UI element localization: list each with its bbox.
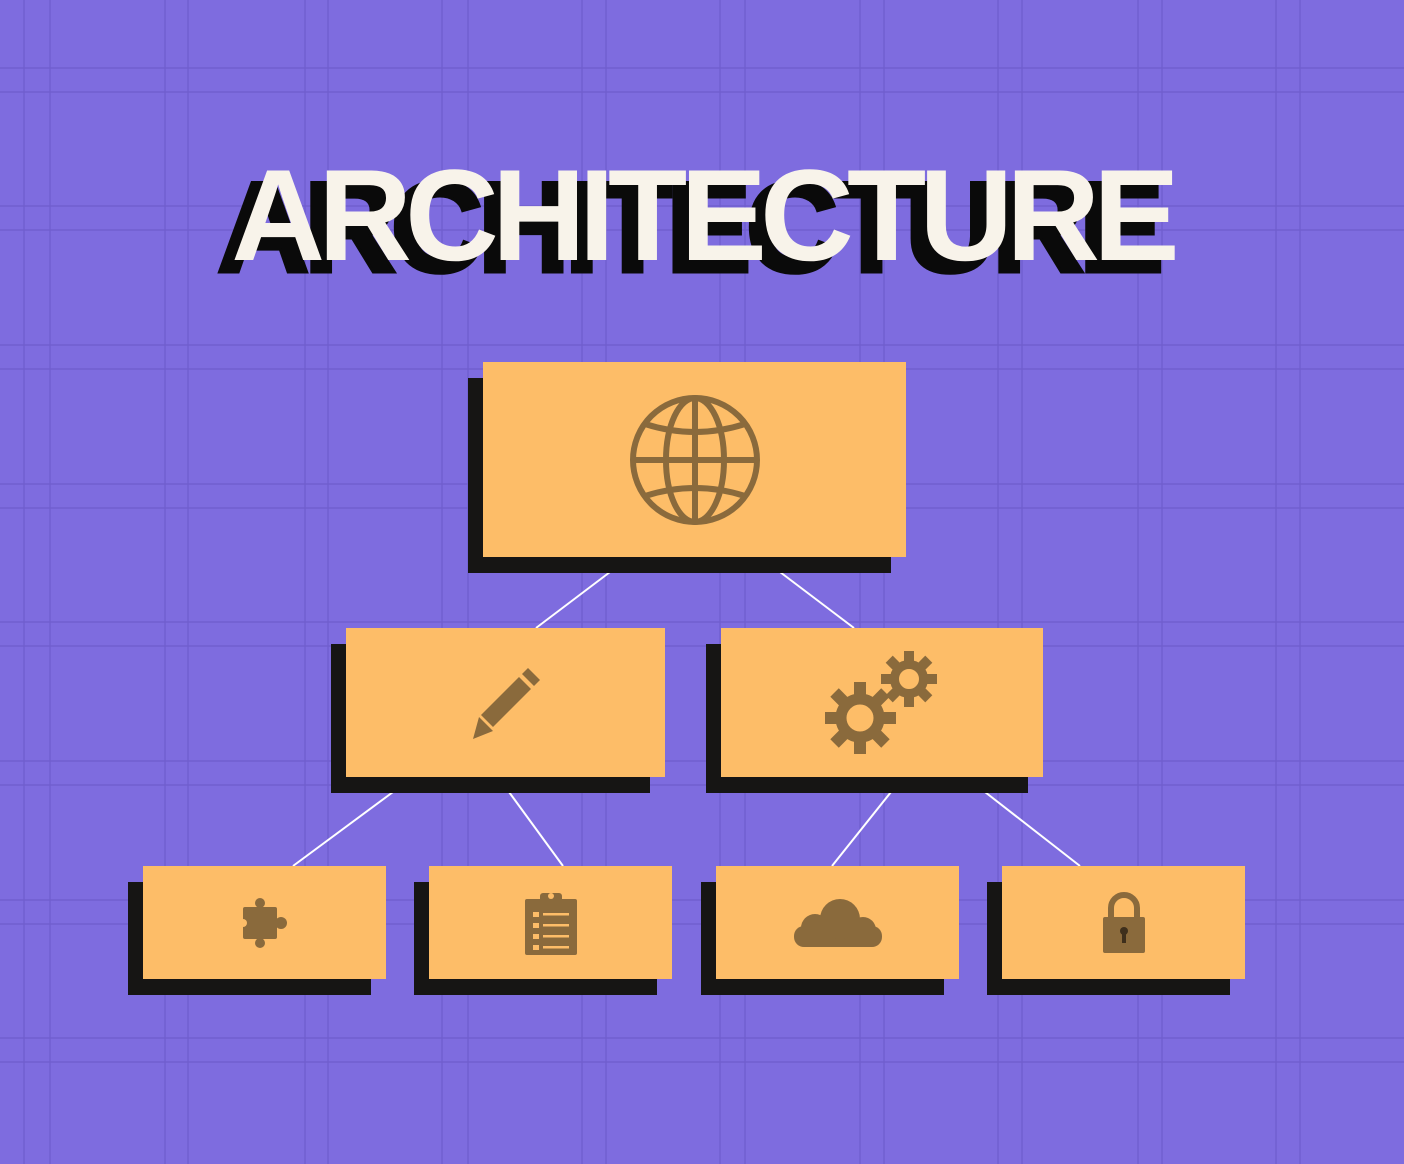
- node-security: [987, 866, 1245, 995]
- node-box: [721, 628, 1043, 777]
- edge-design-checklist: [508, 791, 564, 867]
- node-box: [1002, 866, 1245, 979]
- title-block: ARCHITECTURE ARCHITECTURE: [0, 140, 1404, 302]
- node-cloud: [701, 866, 959, 995]
- node-box: [716, 866, 959, 979]
- node-box: [429, 866, 672, 979]
- edge-engine-security: [984, 791, 1081, 867]
- gears-icon: [825, 650, 939, 756]
- node-plugin: [128, 866, 386, 995]
- page-title: ARCHITECTURE: [231, 142, 1180, 288]
- node-box: [143, 866, 386, 979]
- title-shadow: ARCHITECTURE: [215, 153, 1167, 302]
- pencil-icon: [471, 665, 541, 741]
- edge-root-design: [535, 571, 611, 629]
- node-box: [346, 628, 665, 777]
- node-engine: [706, 628, 1043, 793]
- edge-root-engine: [779, 571, 855, 629]
- puzzle-piece-icon: [242, 897, 287, 948]
- node-box: [483, 362, 906, 557]
- node-design: [331, 628, 665, 793]
- cloud-icon: [792, 898, 884, 948]
- padlock-icon: [1102, 891, 1146, 954]
- edge-design-plugin: [292, 791, 394, 867]
- node-checklist: [414, 866, 672, 995]
- node-root: [468, 362, 906, 573]
- globe-icon: [627, 394, 763, 526]
- clipboard-checklist-icon: [524, 890, 578, 956]
- edge-engine-cloud: [831, 791, 892, 867]
